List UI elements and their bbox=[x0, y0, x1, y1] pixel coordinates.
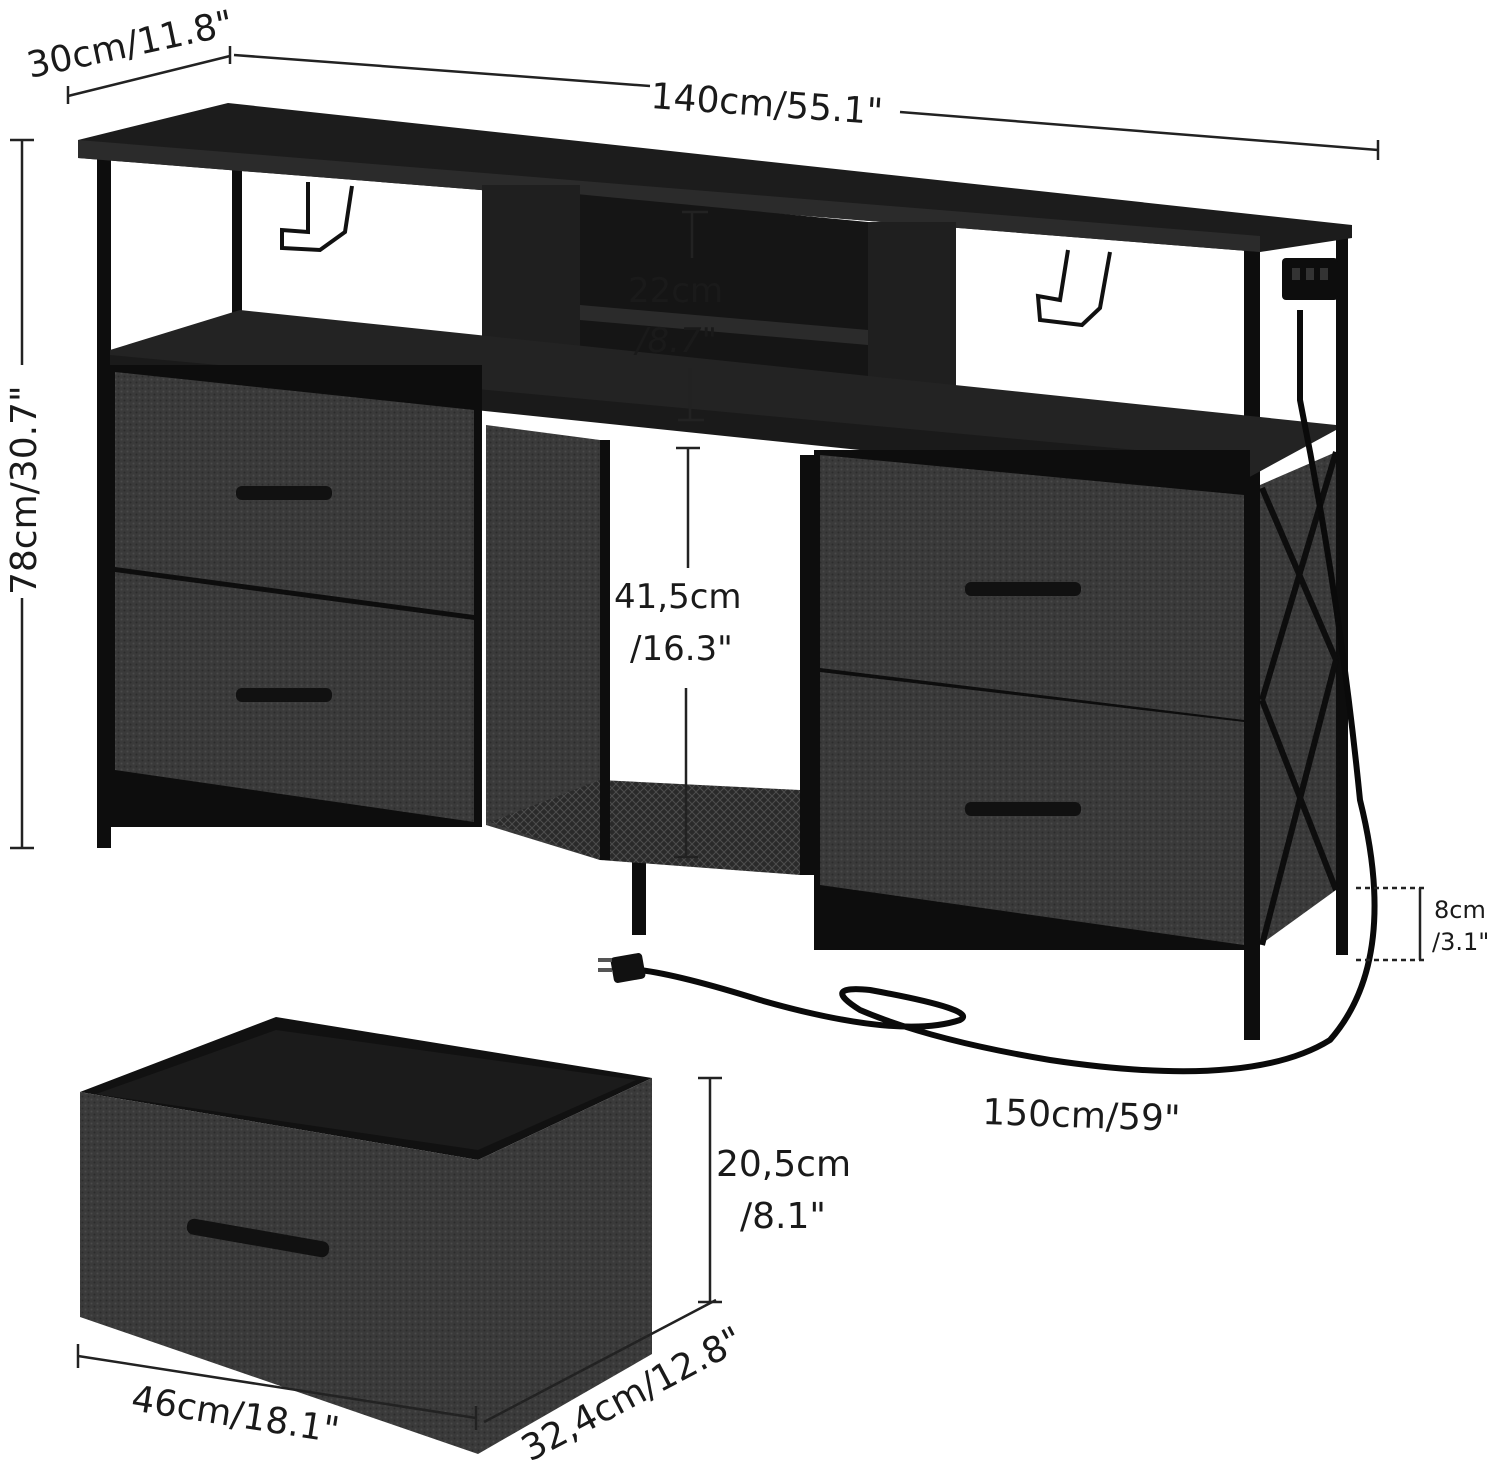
cord-length-label: 150cm/59" bbox=[982, 1092, 1181, 1140]
middle-shelf bbox=[110, 310, 1336, 480]
power-outlet-icon bbox=[1282, 258, 1338, 300]
dimension-lines bbox=[10, 46, 1426, 1430]
drawer-height-in: /8.1" bbox=[740, 1196, 826, 1237]
center-bay-post bbox=[800, 455, 814, 875]
drawer-handle bbox=[236, 486, 332, 500]
drawer-handle bbox=[965, 582, 1081, 596]
drawer-right-side bbox=[478, 1078, 652, 1454]
leg-clearance-in: /3.1" bbox=[1432, 928, 1489, 956]
side-x-brace bbox=[1259, 451, 1339, 946]
center-bay-side bbox=[486, 425, 600, 860]
drawer-handle bbox=[186, 1218, 330, 1258]
drawer-height-cm: 20,5cm bbox=[716, 1144, 851, 1185]
power-cord bbox=[639, 310, 1378, 1075]
center-bay-post bbox=[600, 440, 610, 860]
center-bay-mesh-shelf bbox=[490, 780, 800, 875]
hook-icon bbox=[1035, 249, 1112, 328]
drawer-handle bbox=[236, 688, 332, 702]
leg-back-left bbox=[232, 160, 242, 320]
dresser bbox=[78, 103, 1378, 1075]
leg-front-left bbox=[97, 150, 111, 848]
leg-back-right bbox=[1336, 225, 1348, 955]
width-label: 140cm/55.1" bbox=[649, 76, 884, 133]
open-bay-in: /16.3" bbox=[630, 629, 733, 669]
drawer-front bbox=[80, 1092, 478, 1454]
loose-drawer bbox=[80, 1017, 652, 1454]
drawer-handle bbox=[965, 802, 1081, 816]
shelf-height-cm: 22cm bbox=[628, 271, 723, 311]
hook-icon bbox=[280, 182, 354, 253]
height-label: 78cm/30.7" bbox=[4, 385, 45, 595]
top-board bbox=[78, 103, 1352, 252]
side-panel bbox=[1260, 452, 1336, 945]
center-leg bbox=[632, 855, 646, 935]
leg-clearance-cm: 8cm bbox=[1434, 896, 1486, 924]
plug-icon bbox=[598, 953, 646, 983]
open-bay-cm: 41,5cm bbox=[614, 577, 742, 617]
shelf-height-in: /8.7" bbox=[633, 321, 717, 361]
depth-label: 30cm/11.8" bbox=[23, 3, 236, 87]
